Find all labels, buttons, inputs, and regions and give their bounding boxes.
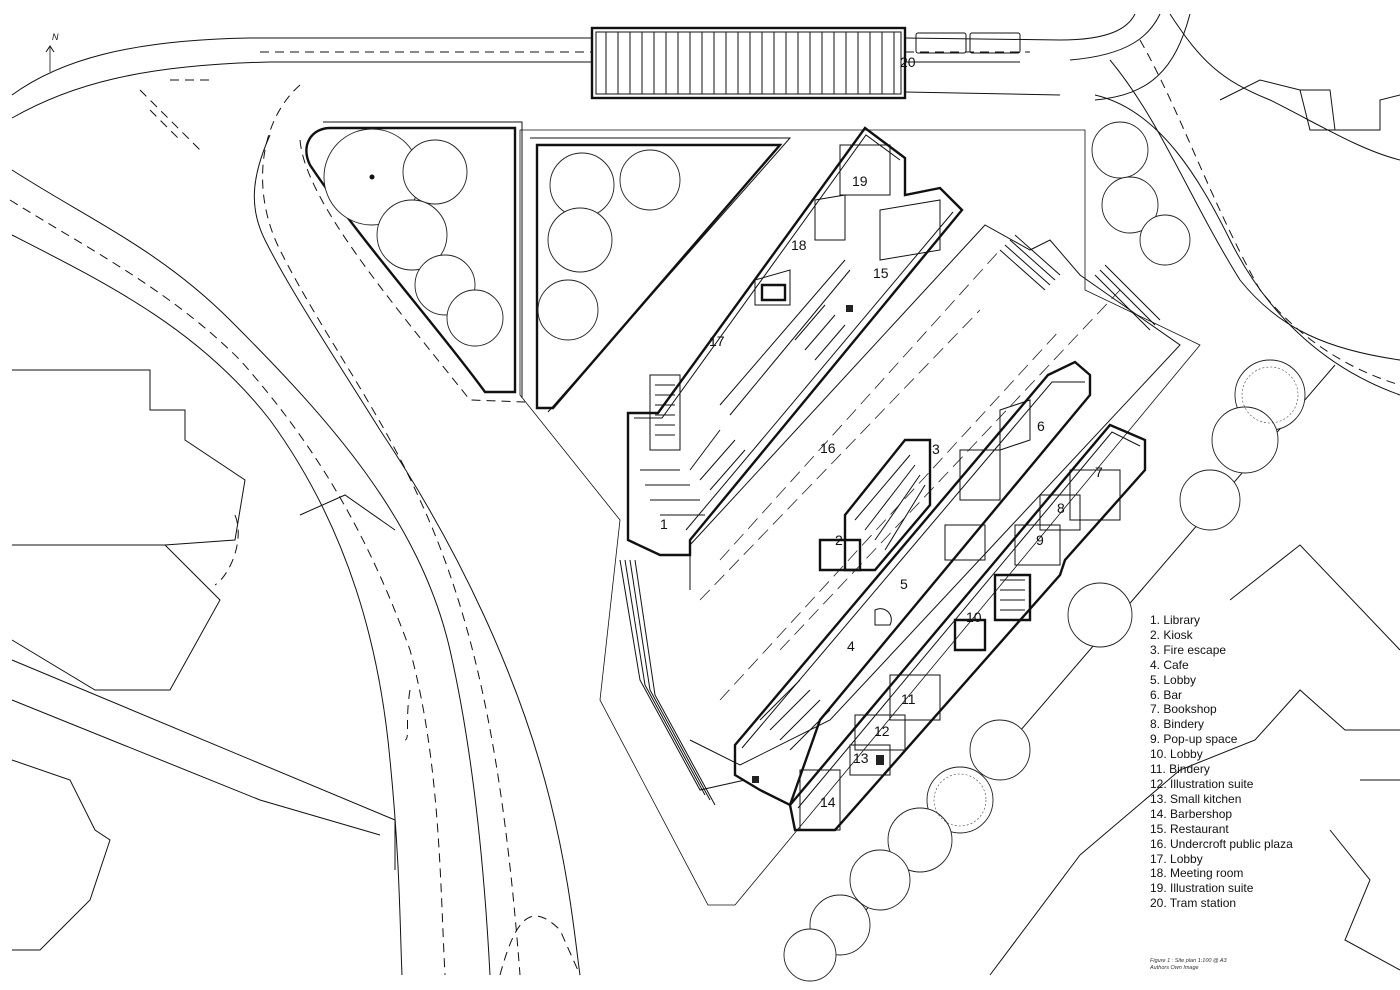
legend-item: 7. Bookshop	[1150, 702, 1217, 717]
room-number-13: 13	[853, 750, 869, 766]
north-label: N	[52, 32, 59, 42]
site-boundary	[519, 129, 1201, 906]
room-number-17: 17	[709, 333, 725, 349]
room-number-19: 19	[852, 173, 868, 189]
right-road	[1091, 13, 1400, 386]
legend-item: 5. Lobby	[1150, 672, 1197, 687]
legend-item: 3. Fire escape	[1150, 642, 1227, 657]
top-road	[11, 13, 1400, 396]
tree-island-left	[299, 121, 526, 403]
tree-island-right	[530, 137, 792, 413]
room-number-12: 12	[874, 723, 890, 739]
legend-item: 19. Illustration suite	[1150, 881, 1254, 896]
legend-item: 18. Meeting room	[1150, 866, 1244, 881]
legend-item: 6. Bar	[1150, 687, 1183, 702]
legend-item: 20. Tram station	[1150, 896, 1237, 911]
legend-item: 11. Bindery	[1150, 762, 1210, 777]
figure-caption: Figure 1 : Site plan 1:100 @ A3 Authors …	[1150, 958, 1227, 971]
legend-item: 4. Cafe	[1150, 657, 1189, 672]
room-number-15: 15	[873, 265, 889, 281]
room-number-5: 5	[900, 576, 908, 592]
room-number-7: 7	[1095, 464, 1103, 480]
undercroft-plaza	[689, 224, 1181, 766]
tram-station	[590, 26, 1021, 100]
room-number-14: 14	[820, 794, 836, 810]
legend-item: 13. Small kitchen	[1150, 791, 1242, 806]
room-number-6: 6	[1037, 418, 1045, 434]
room-number-10: 10	[966, 609, 982, 625]
room-number-11: 11	[901, 691, 916, 707]
room-number-4: 4	[847, 638, 855, 654]
left-road	[9, 79, 581, 976]
left-buildings	[11, 369, 411, 951]
caption-line-1: Figure 1 : Site plan 1:100 @ A3	[1150, 958, 1227, 964]
legend-item: 14. Barbershop	[1150, 806, 1233, 821]
legend-item: 8. Bindery	[1150, 717, 1205, 732]
room-number-2: 2	[835, 532, 843, 548]
legend-item: 17. Lobby	[1150, 851, 1203, 866]
legend-item: 10. Lobby	[1150, 747, 1203, 762]
caption-line-2: Authors Own Image	[1150, 964, 1199, 971]
legend-item: 1. Library	[1150, 613, 1201, 627]
legend-item: 12. Illustration suite	[1150, 776, 1254, 791]
room-number-20: 20	[900, 54, 916, 70]
room-number-3: 3	[932, 441, 940, 457]
room-number-1: 1	[660, 516, 668, 532]
legend-item: 9. Pop-up space	[1150, 732, 1238, 747]
room-labels: 1 2 3 4 5 6 7 8 9 10 11 12 13 14 15 16 1…	[660, 54, 1103, 810]
legend-item: 2. Kiosk	[1150, 627, 1193, 642]
room-number-18: 18	[791, 237, 807, 253]
legend-item: 16. Undercroft public plaza	[1150, 836, 1293, 851]
building-wing-b	[733, 360, 1092, 807]
legend-item: 15. Restaurant	[1150, 821, 1229, 836]
room-number-9: 9	[1036, 532, 1044, 548]
building-wing-c	[752, 305, 1147, 832]
building-wing-a	[626, 126, 964, 557]
room-number-16: 16	[820, 440, 836, 456]
room-legend: 1. Library 2. Kiosk 3. Fire escape 4. Ca…	[1150, 613, 1293, 911]
room-number-8: 8	[1057, 500, 1065, 516]
right-buildings	[499, 359, 1400, 982]
north-arrow-icon: N	[45, 32, 59, 72]
